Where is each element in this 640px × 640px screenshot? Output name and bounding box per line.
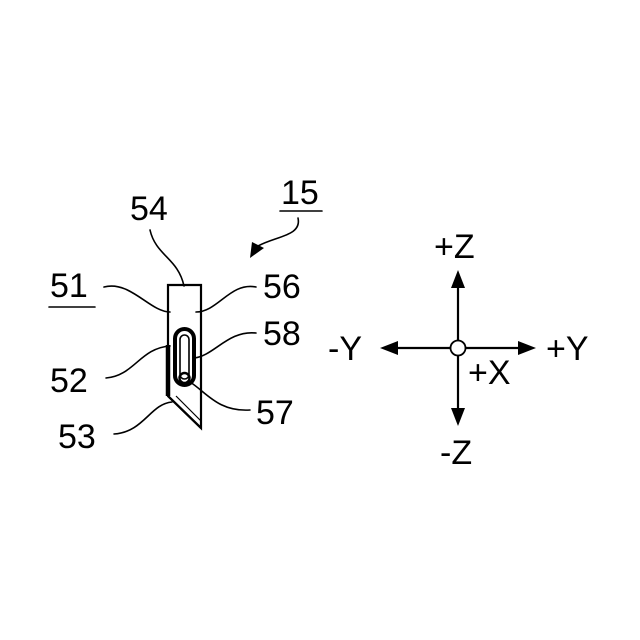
reference-58: 58	[194, 315, 301, 358]
minus-y-arrowhead-icon	[380, 341, 398, 355]
leader-56	[196, 286, 256, 312]
assembly-pointer-arrow-line	[258, 218, 298, 246]
reference-53: 53	[58, 402, 172, 456]
leader-52	[106, 346, 170, 378]
ref-label-53: 53	[58, 418, 96, 456]
ref-label-58: 58	[263, 315, 301, 353]
ref-label-54: 54	[130, 190, 168, 228]
assembly-reference: 15	[250, 174, 322, 258]
ref-label-56: 56	[263, 268, 301, 306]
axis-label-plus-y: +Y	[546, 330, 589, 368]
leader-57	[190, 382, 250, 410]
minus-z-arrowhead-icon	[451, 408, 465, 426]
leader-54	[150, 230, 184, 286]
reference-51: 51	[49, 267, 170, 312]
reference-52: 52	[50, 346, 170, 400]
leader-51	[104, 286, 170, 312]
blade-part	[168, 285, 201, 428]
reference-57: 57	[190, 382, 294, 432]
reference-56: 56	[196, 268, 301, 312]
leader-58	[194, 333, 256, 358]
axis-label-plus-z: +Z	[434, 228, 475, 266]
ref-label-52: 52	[50, 362, 88, 400]
assembly-label-15: 15	[281, 174, 319, 212]
reference-54: 54	[130, 190, 184, 286]
axis-label-plus-x: +X	[468, 354, 511, 392]
ref-label-57: 57	[256, 394, 294, 432]
blade-outline	[168, 285, 201, 428]
leader-53	[114, 402, 172, 434]
plus-z-arrowhead-icon	[451, 270, 465, 288]
ref-label-51: 51	[50, 267, 88, 305]
plus-x-origin-circle-icon	[451, 341, 466, 356]
blade-bevel-line	[168, 396, 201, 428]
axis-label-minus-z: -Z	[440, 434, 472, 472]
blade-slot-outer	[175, 329, 194, 385]
axis-label-minus-y: -Y	[328, 330, 362, 368]
plus-y-arrowhead-icon	[518, 341, 536, 355]
coordinate-axes: +Z -Z -Y +Y +X	[328, 228, 589, 472]
